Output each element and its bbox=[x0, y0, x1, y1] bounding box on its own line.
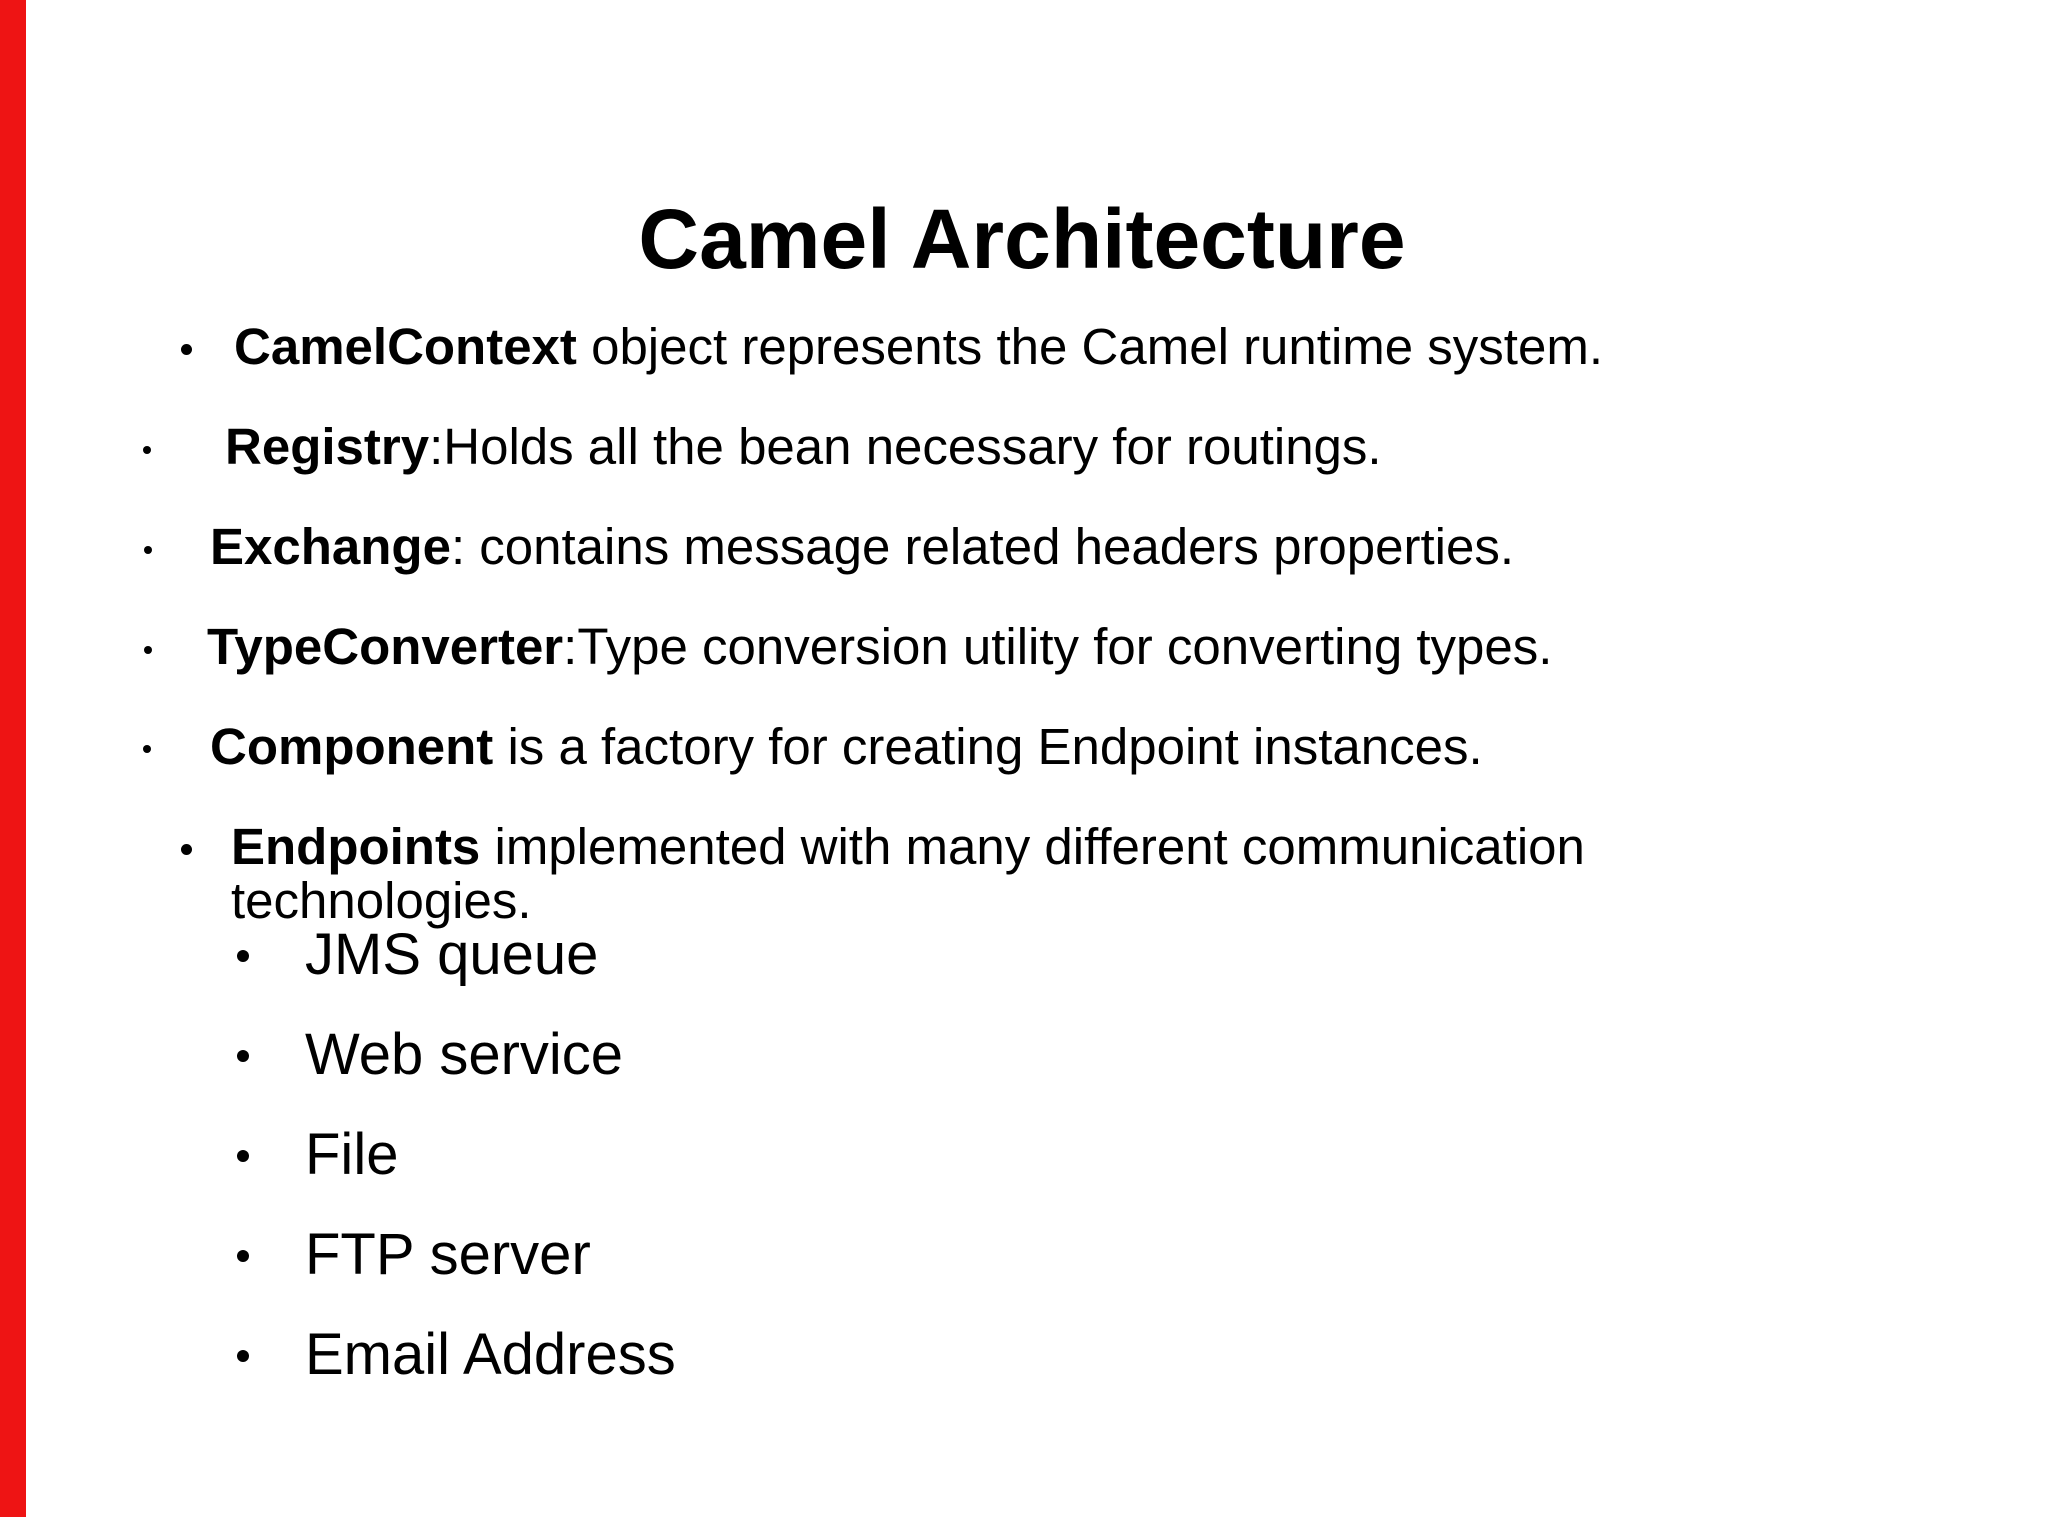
sub-bullet-text: Email Address bbox=[305, 1322, 676, 1387]
bullet-rest: is a factory for creating Endpoint insta… bbox=[493, 718, 1483, 775]
bullet-rest: : contains message related headers prope… bbox=[450, 518, 1515, 575]
bullet-text: TypeConverter:Type conversion utility fo… bbox=[207, 620, 1552, 674]
slide-title: Camel Architecture bbox=[638, 192, 1406, 286]
bullet-lead: Exchange bbox=[210, 518, 451, 575]
bullet-icon bbox=[143, 446, 151, 454]
sub-bullet-text: Web service bbox=[305, 1022, 624, 1087]
bullet-rest: implemented with many different communic… bbox=[231, 818, 1585, 929]
bullet-icon bbox=[144, 646, 152, 654]
sub-bullet-text: JMS queue bbox=[305, 922, 599, 987]
sub-bullet-icon bbox=[237, 1350, 249, 1362]
bullet-rest: object represents the Camel runtime syst… bbox=[576, 318, 1603, 375]
sub-bullet-icon bbox=[237, 1250, 249, 1262]
sub-bullet-text: File bbox=[305, 1122, 399, 1187]
bullet-icon bbox=[143, 745, 151, 753]
red-edge-bar bbox=[0, 0, 26, 1517]
bullet-lead: Component bbox=[210, 718, 494, 775]
bullet-icon bbox=[144, 546, 152, 554]
bullet-lead: Endpoints bbox=[231, 818, 481, 875]
bullet-icon bbox=[181, 844, 192, 855]
bullet-text: Exchange: contains message related heade… bbox=[210, 520, 1514, 574]
bullet-lead: TypeConverter bbox=[207, 618, 564, 675]
bullet-lead: CamelContext bbox=[234, 318, 577, 375]
sub-bullet-text: FTP server bbox=[305, 1222, 591, 1287]
bullet-lead: Registry bbox=[225, 418, 430, 475]
bullet-rest: :Type conversion utility for converting … bbox=[563, 618, 1553, 675]
bullet-text: Registry:Holds all the bean necessary fo… bbox=[225, 420, 1382, 474]
sub-bullet-icon bbox=[237, 950, 249, 962]
bullet-rest: :Holds all the bean necessary for routin… bbox=[429, 418, 1382, 475]
sub-bullet-icon bbox=[237, 1150, 249, 1162]
bullet-text: Component is a factory for creating Endp… bbox=[210, 720, 1483, 774]
sub-bullet-icon bbox=[237, 1050, 249, 1062]
bullet-icon bbox=[181, 344, 192, 355]
bullet-text: Endpoints implemented with many differen… bbox=[231, 820, 1661, 928]
bullet-text: CamelContext object represents the Camel… bbox=[234, 320, 1603, 374]
